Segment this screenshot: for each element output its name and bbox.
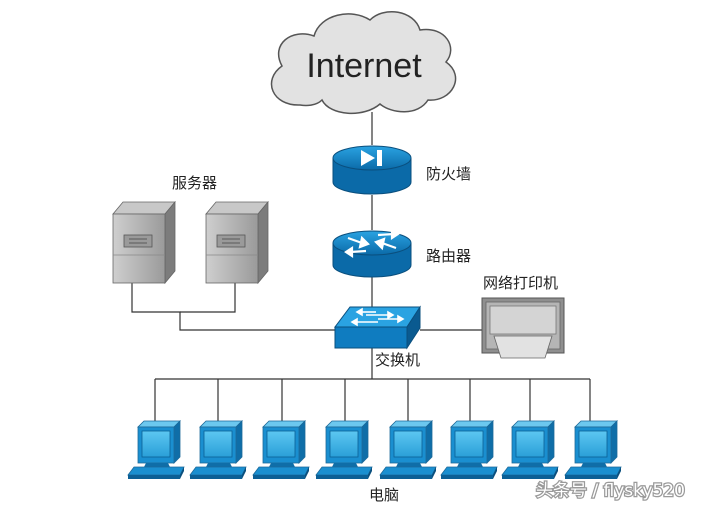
- connection-lines: [131, 112, 591, 425]
- computer-8: [564, 420, 622, 480]
- computers-group: [127, 420, 622, 480]
- computers-label: 电脑: [369, 486, 399, 504]
- computer-6: [440, 420, 498, 480]
- computer-5: [379, 420, 437, 480]
- switch-label: 交换机: [375, 351, 420, 369]
- internet-label: Internet: [306, 47, 422, 85]
- computer-7: [501, 420, 559, 480]
- computer-2: [189, 420, 247, 480]
- router-device: [332, 227, 412, 278]
- switch-arrows-icon: [350, 307, 405, 327]
- firewall-label: 防火墙: [426, 165, 471, 183]
- server-right: [205, 200, 269, 285]
- switch-device: [334, 305, 421, 350]
- computer-3: [252, 420, 310, 480]
- router-arrows-icon: [344, 227, 400, 259]
- servers-label: 服务器: [172, 174, 217, 192]
- printer-label: 网络打印机: [483, 274, 558, 292]
- firewall-icon: [361, 150, 382, 166]
- firewall-device: [332, 145, 412, 195]
- server-left: [112, 200, 176, 285]
- router-label: 路由器: [426, 247, 471, 265]
- computer-4: [315, 420, 373, 480]
- printer-device: [481, 297, 565, 359]
- computer-1: [127, 420, 185, 480]
- internet-cloud: Internet: [270, 11, 457, 115]
- watermark-text: 头条号 / flysky520: [536, 481, 685, 501]
